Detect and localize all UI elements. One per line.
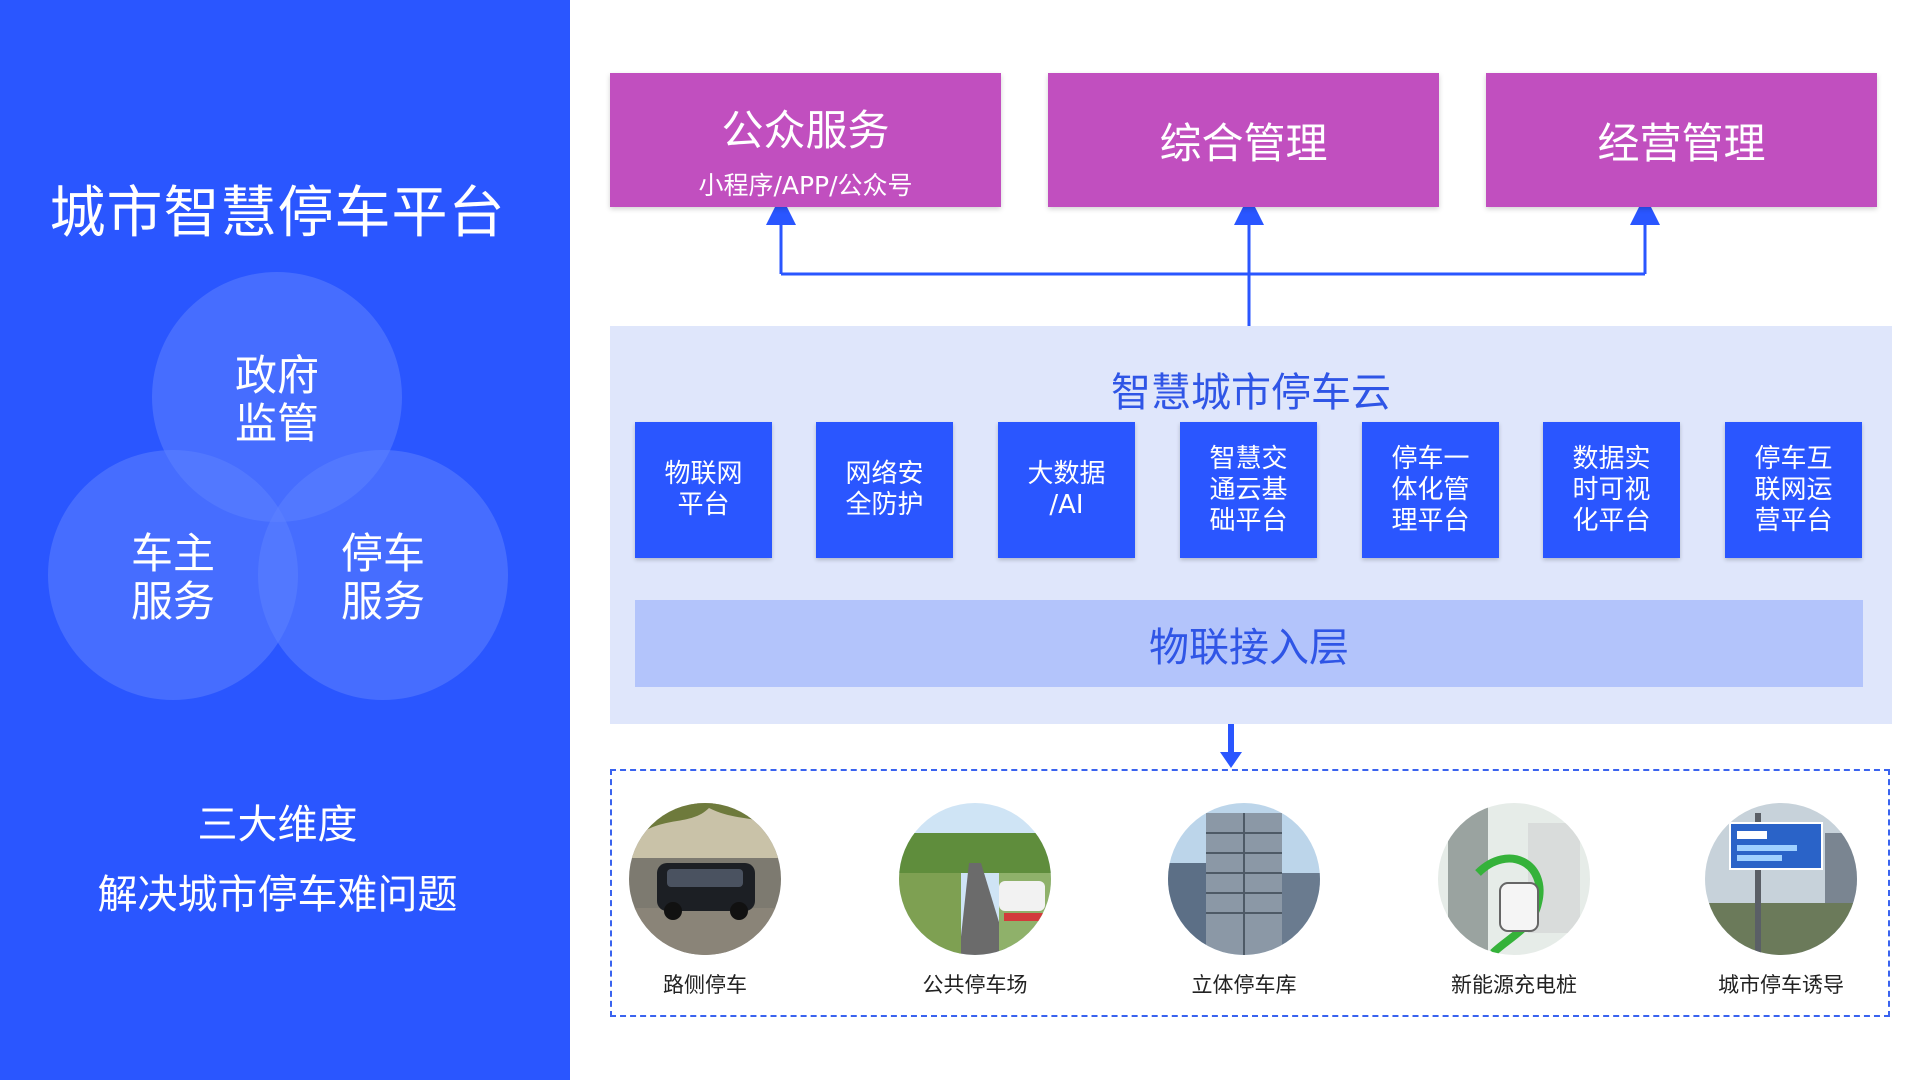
scene-roadside-parking: 路侧停车 bbox=[625, 803, 785, 999]
scenes-container bbox=[610, 769, 1890, 1017]
roadside-parking-photo-icon bbox=[629, 803, 781, 955]
module-big-data-ai: 大数据 /AI bbox=[998, 422, 1135, 558]
venn-circle-left bbox=[48, 450, 298, 700]
scene-parking-guidance: 城市停车诱导 bbox=[1701, 803, 1861, 999]
integrated-management-title: 综合管理 bbox=[1159, 118, 1328, 168]
scene-label-public-lot: 公共停车场 bbox=[922, 973, 1028, 997]
scene-stereo-garage: 立体停车库 bbox=[1164, 803, 1324, 999]
scene-label-ev-charger: 新能源充电桩 bbox=[1451, 973, 1577, 997]
business-management-box: 经营管理 bbox=[1486, 73, 1877, 207]
module-network-security: 网络安 全防护 bbox=[816, 422, 953, 558]
parking-cloud-title: 智慧城市停车云 bbox=[1111, 370, 1391, 416]
platform-title: 城市智慧停车平台 bbox=[49, 181, 506, 246]
venn-label-parking-service: 停车 服务 bbox=[340, 529, 425, 626]
module-internet-operation: 停车互 联网运 营平台 bbox=[1725, 422, 1862, 558]
public-parking-lot-photo-icon bbox=[899, 803, 1051, 955]
scene-label-roadside: 路侧停车 bbox=[663, 973, 747, 997]
scene-label-guidance: 城市停车诱导 bbox=[1718, 973, 1844, 997]
public-service-box: 公众服务 小程序/APP/公众号 bbox=[610, 73, 1001, 207]
iot-access-layer: 物联接入层 bbox=[635, 600, 1863, 687]
hierarchy-connectors bbox=[766, 195, 1660, 326]
solve-parking-text: 解决城市停车难问题 bbox=[97, 872, 458, 918]
venn-diagram: 政府 监管 车主 服务 停车 服务 bbox=[0, 0, 570, 1080]
module-realtime-visualization: 数据实 时可视 化平台 bbox=[1543, 422, 1680, 558]
parking-guidance-sign-photo-icon bbox=[1705, 803, 1857, 955]
scene-label-stereo-garage: 立体停车库 bbox=[1191, 973, 1297, 997]
venn-label-owner-service: 车主 服务 bbox=[130, 529, 215, 626]
integrated-management-box: 综合管理 bbox=[1048, 73, 1439, 207]
stereo-garage-photo-icon bbox=[1168, 803, 1320, 955]
module-smart-traffic-cloud: 智慧交 通云基 础平台 bbox=[1180, 422, 1317, 558]
ev-charger-photo-icon bbox=[1438, 803, 1590, 955]
public-service-subtitle: 小程序/APP/公众号 bbox=[698, 171, 913, 200]
scene-ev-charger: 新能源充电桩 bbox=[1434, 803, 1594, 999]
business-management-title: 经营管理 bbox=[1597, 118, 1766, 168]
scene-public-parking-lot: 公共停车场 bbox=[895, 803, 1055, 999]
public-service-title: 公众服务 bbox=[721, 106, 890, 155]
left-panel: 城市智慧停车平台 政府 监管 车主 服务 停车 服务 三大维度 解决城市停车难问… bbox=[0, 0, 570, 1080]
module-iot-platform: 物联网 平台 bbox=[635, 422, 772, 558]
three-dimensions-text: 三大维度 bbox=[197, 802, 358, 848]
module-parking-management: 停车一 体化管 理平台 bbox=[1362, 422, 1499, 558]
venn-circle-right bbox=[258, 450, 508, 700]
venn-label-government: 政府 监管 bbox=[234, 351, 319, 448]
